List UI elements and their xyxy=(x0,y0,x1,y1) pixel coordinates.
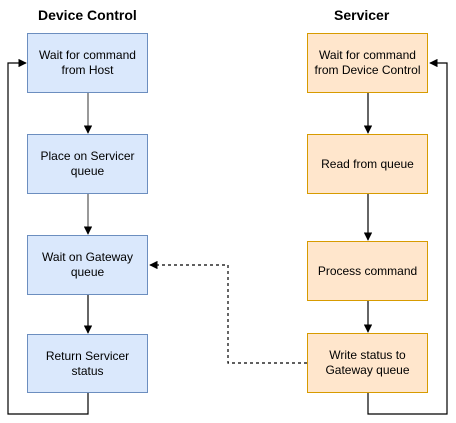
edge-return-loop-back xyxy=(7,58,89,415)
node-write-status-to-gateway-queue: Write status to Gateway queue xyxy=(307,333,428,393)
node-process-command: Process command xyxy=(307,241,428,301)
node-label: Return Servicer status xyxy=(45,348,130,378)
node-label: Process command xyxy=(317,263,418,278)
node-wait-on-gateway-queue: Wait on Gateway queue xyxy=(27,235,148,295)
node-place-on-servicer-queue: Place on Servicer queue xyxy=(27,134,148,194)
node-label: Wait on Gateway queue xyxy=(42,250,133,279)
node-wait-for-command-from-device-control: Wait for command from Device Control xyxy=(307,33,428,93)
edge-write-loop-back xyxy=(367,58,448,415)
node-label: Write status to Gateway queue xyxy=(325,348,410,377)
node-label: Wait for command from Host xyxy=(39,48,136,77)
node-return-servicer-status: Return Servicer status xyxy=(27,334,148,393)
node-label: Place on Servicer queue xyxy=(40,149,135,178)
node-label: Read from queue xyxy=(321,156,414,171)
node-label: Wait for command from Device Control xyxy=(314,48,421,77)
edge-write-to-wait-gateway xyxy=(149,260,307,364)
heading-servicer: Servicer xyxy=(334,7,390,23)
node-wait-for-command-from-host: Wait for command from Host xyxy=(27,33,148,93)
heading-device-control: Device Control xyxy=(38,7,137,23)
node-read-from-queue: Read from queue xyxy=(307,134,428,194)
